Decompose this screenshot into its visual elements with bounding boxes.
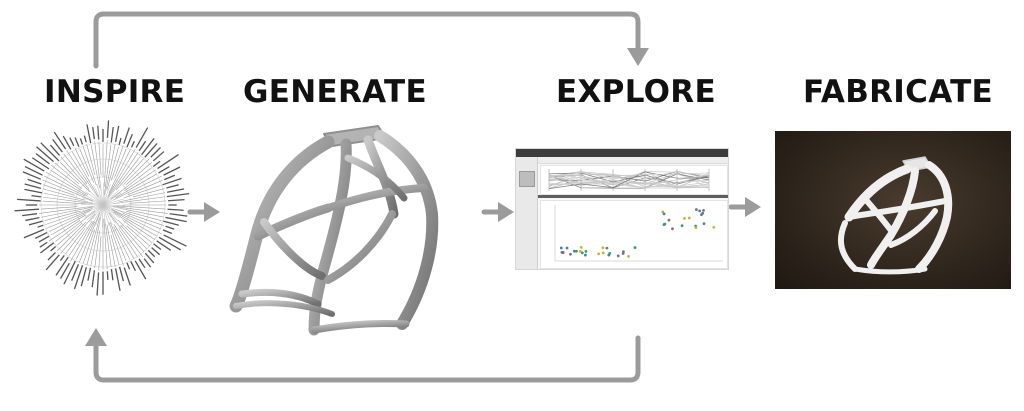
app-sidebar (516, 157, 538, 269)
flow-arrow-right-icon (187, 202, 220, 222)
flow-arrow-right-icon (481, 202, 514, 222)
stage-label-generate: GENERATE (243, 74, 427, 110)
app-divider (538, 195, 728, 198)
radial-tree-graphic (14, 120, 190, 296)
printed-bracket-photo (775, 131, 1011, 289)
arrowhead-up-icon (85, 328, 107, 346)
stage-label-inspire: INSPIRE (44, 74, 186, 110)
app-toolbar (538, 157, 728, 164)
stage-label-fabricate: FABRICATE (803, 74, 994, 110)
app-titlebar (516, 149, 728, 157)
feedback-arrow-top (93, 11, 641, 69)
stage-label-explore: EXPLORE (556, 74, 716, 110)
generative-bracket-model (229, 125, 439, 336)
flow-arrow-right-icon (728, 197, 761, 217)
design-thumbnail-icon (519, 171, 535, 187)
scatter-plot (540, 200, 728, 269)
arrowhead-down-icon (627, 48, 649, 66)
parallel-coordinates-chart (540, 165, 728, 195)
feedback-arrow-bottom (93, 335, 641, 383)
